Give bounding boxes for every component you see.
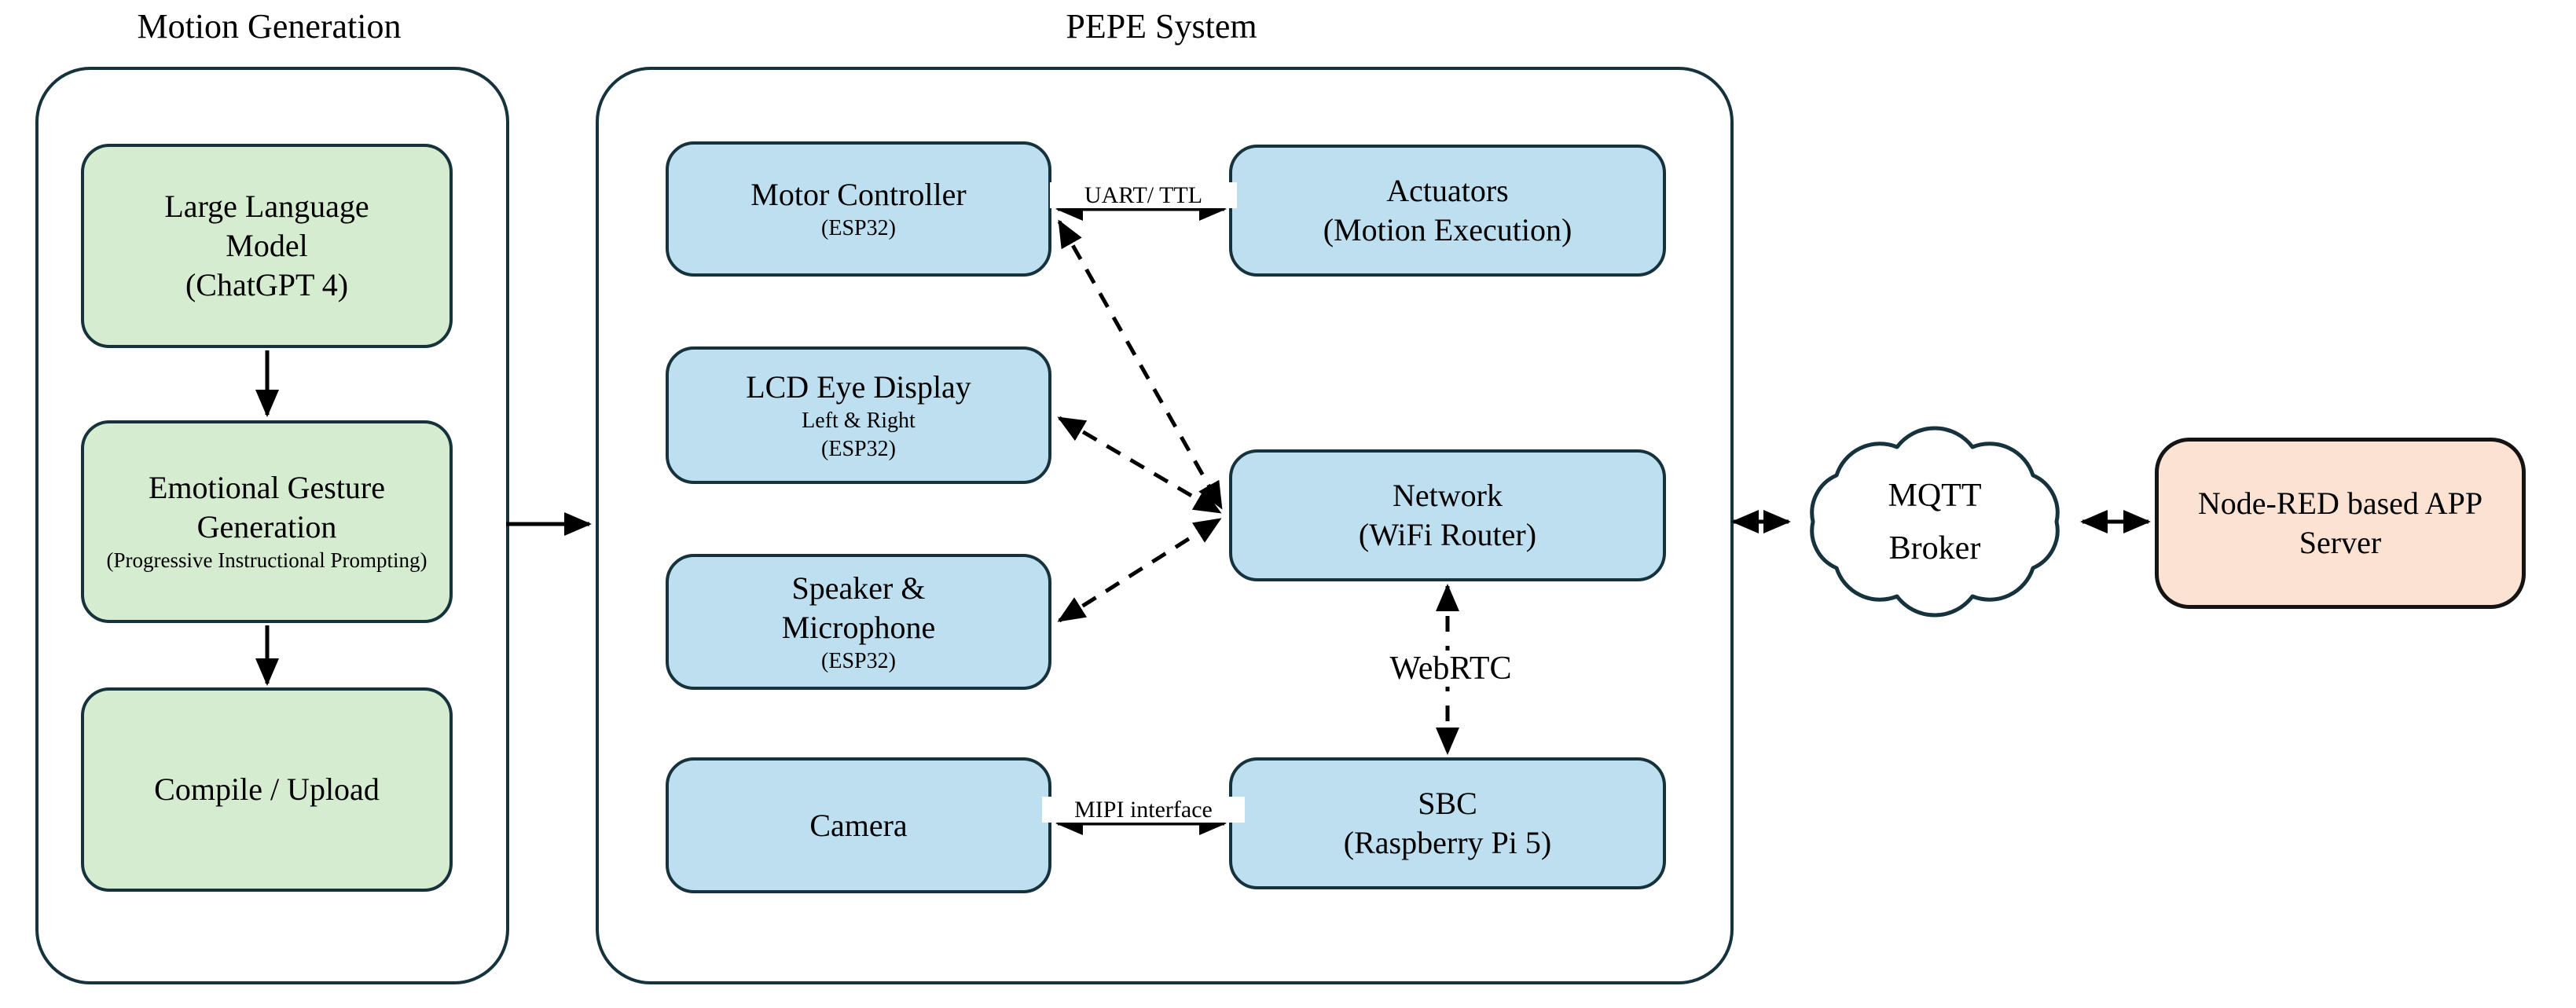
actuators-label-line2: (Motion Execution)	[1323, 212, 1572, 247]
speaker-sub-label: (ESP32)	[821, 648, 896, 673]
egg-label-sub: (Progressive Instructional Prompting)	[106, 548, 427, 573]
actuators-node: Actuators (Motion Execution)	[1229, 145, 1666, 277]
lcd-eye-display-node: LCD Eye Display Left & Right (ESP32)	[666, 346, 1051, 484]
pepe-system-title: PEPE System	[1066, 7, 1257, 46]
llm-label-line2: Model	[226, 228, 308, 263]
llm-label-line3: (ChatGPT 4)	[185, 267, 349, 302]
speaker-microphone-node: Speaker & Microphone (ESP32)	[666, 554, 1051, 690]
network-label-line2: (WiFi Router)	[1358, 517, 1537, 552]
motor-label: Motor Controller	[750, 177, 967, 213]
egg-label-line2: Generation	[196, 509, 337, 545]
lcd-sub2-label: (ESP32)	[821, 436, 896, 461]
network-node: Network (WiFi Router)	[1229, 449, 1666, 581]
motor-controller-node: Motor Controller (ESP32)	[666, 141, 1051, 277]
node-red-app-server-node: Node-RED based APP Server	[2155, 438, 2526, 609]
motor-sub-label: (ESP32)	[821, 216, 896, 241]
mqtt-label-line1: MQTT	[1888, 478, 1982, 514]
mqtt-broker-cloud	[1810, 426, 2060, 618]
compile-label: Compile / Upload	[154, 772, 380, 807]
camera-node: Camera	[666, 757, 1051, 893]
large-language-model-node: Large Language Model (ChatGPT 4)	[81, 144, 453, 348]
speaker-label-line1: Speaker &	[791, 570, 926, 606]
emotional-gesture-generation-node: Emotional Gesture Generation (Progressiv…	[81, 420, 453, 623]
nodered-label-line2: Server	[2299, 525, 2382, 560]
webrtc-label: WebRTC	[1345, 651, 1556, 687]
nodered-label-line1: Node-RED based APP	[2197, 486, 2483, 521]
sbc-node: SBC (Raspberry Pi 5)	[1229, 757, 1666, 889]
network-label-line1: Network	[1393, 478, 1503, 513]
uart-ttl-label: UART/ TTL	[1050, 182, 1237, 208]
actuators-label-line1: Actuators	[1386, 173, 1509, 208]
mqtt-label-line2: Broker	[1888, 530, 1981, 567]
mipi-interface-label: MIPI interface	[1042, 797, 1245, 823]
egg-label-line1: Emotional Gesture	[148, 470, 386, 506]
sbc-label-line1: SBC	[1418, 786, 1477, 821]
compile-upload-node: Compile / Upload	[81, 687, 453, 892]
mqtt-broker-label: MQTT Broker	[1817, 470, 2053, 575]
edge-lcd-network-dashed	[1057, 416, 1222, 515]
lcd-sub1-label: Left & Right	[802, 408, 916, 433]
llm-label-line1: Large Language	[164, 189, 369, 224]
speaker-label-line2: Microphone	[781, 609, 936, 645]
camera-label: Camera	[809, 807, 908, 843]
lcd-label: LCD Eye Display	[746, 368, 971, 405]
sbc-label-line2: (Raspberry Pi 5)	[1343, 825, 1552, 860]
edge-speaker-network-dashed	[1057, 517, 1222, 623]
motion-generation-title: Motion Generation	[137, 7, 402, 46]
